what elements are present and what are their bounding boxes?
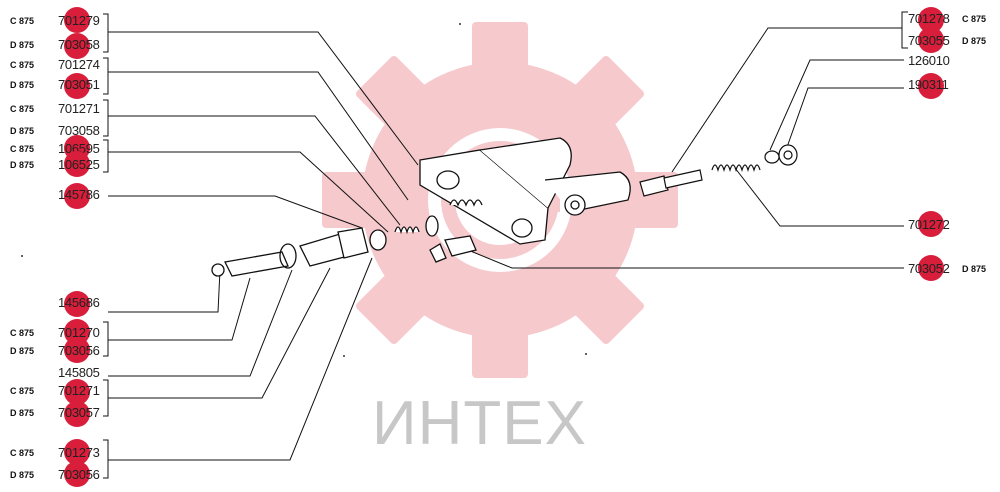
callout-marker-dot [64,151,90,177]
part-number: 703056 [58,467,100,482]
part-number: 701273 [58,445,100,460]
callout-marker-dot [64,73,90,99]
callout-marker-dot [918,211,944,237]
model-label: D 875 [10,408,35,418]
model-label: D 875 [962,264,987,274]
left-parts [211,215,439,277]
part-number: 145686 [58,295,100,310]
part-number: 106595 [58,141,100,156]
part-number: 701271 [58,101,100,116]
part-number: 703056 [58,343,100,358]
part-number: 703052 [908,261,950,276]
callout-marker-dot [64,183,90,209]
callout-marker-dot [64,7,90,33]
model-label: C 875 [10,16,35,26]
callout-marker-dot [64,291,90,317]
callout-marker-dot [918,27,944,53]
left-brackets [103,13,109,479]
model-label: D 875 [10,80,35,90]
callout-marker-dot [64,401,90,427]
callout-marker-dot [64,379,90,405]
valve-body [419,137,631,263]
model-label: C 875 [10,144,35,154]
model-label: C 875 [962,14,987,24]
part-number: 701272 [908,217,950,232]
stray-specks [21,23,587,357]
callout-marker-dot [64,33,90,59]
part-number: 701271 [58,383,100,398]
part-number: 703055 [908,33,950,48]
right-parts [639,144,798,197]
part-number: 703051 [58,77,100,92]
model-label: D 875 [10,40,35,50]
model-label: C 875 [10,328,35,338]
part-number: 190311 [908,77,949,92]
leader-lines [108,27,904,461]
callout-marker-dot [918,255,944,281]
part-number: 701274 [58,57,100,72]
part-number: 701270 [58,325,100,340]
callout-marker-dot [64,461,90,487]
model-label: C 875 [10,448,35,458]
callout-marker-dot [918,73,944,99]
part-number: 701279 [58,13,100,28]
callout-marker-dot [64,439,90,465]
part-number: 703057 [58,405,100,420]
model-label: D 875 [10,160,35,170]
part-number: 126010 [908,53,950,68]
part-number: 703058 [58,123,100,138]
model-label: C 875 [10,386,35,396]
model-label: D 875 [962,36,987,46]
part-number: 145786 [58,187,100,202]
brand-watermark-text: ИНТЕХ [372,389,587,458]
part-number: 106525 [58,157,100,172]
part-number: 145805 [58,365,100,380]
model-label: D 875 [10,470,35,480]
part-number: 703058 [58,37,100,52]
part-number: 701278 [908,11,950,26]
model-label: D 875 [10,346,35,356]
model-label: D 875 [10,126,35,136]
model-label: C 875 [10,60,35,70]
right-brackets [901,11,908,49]
model-label: C 875 [10,104,35,114]
callout-marker-dot [64,337,90,363]
